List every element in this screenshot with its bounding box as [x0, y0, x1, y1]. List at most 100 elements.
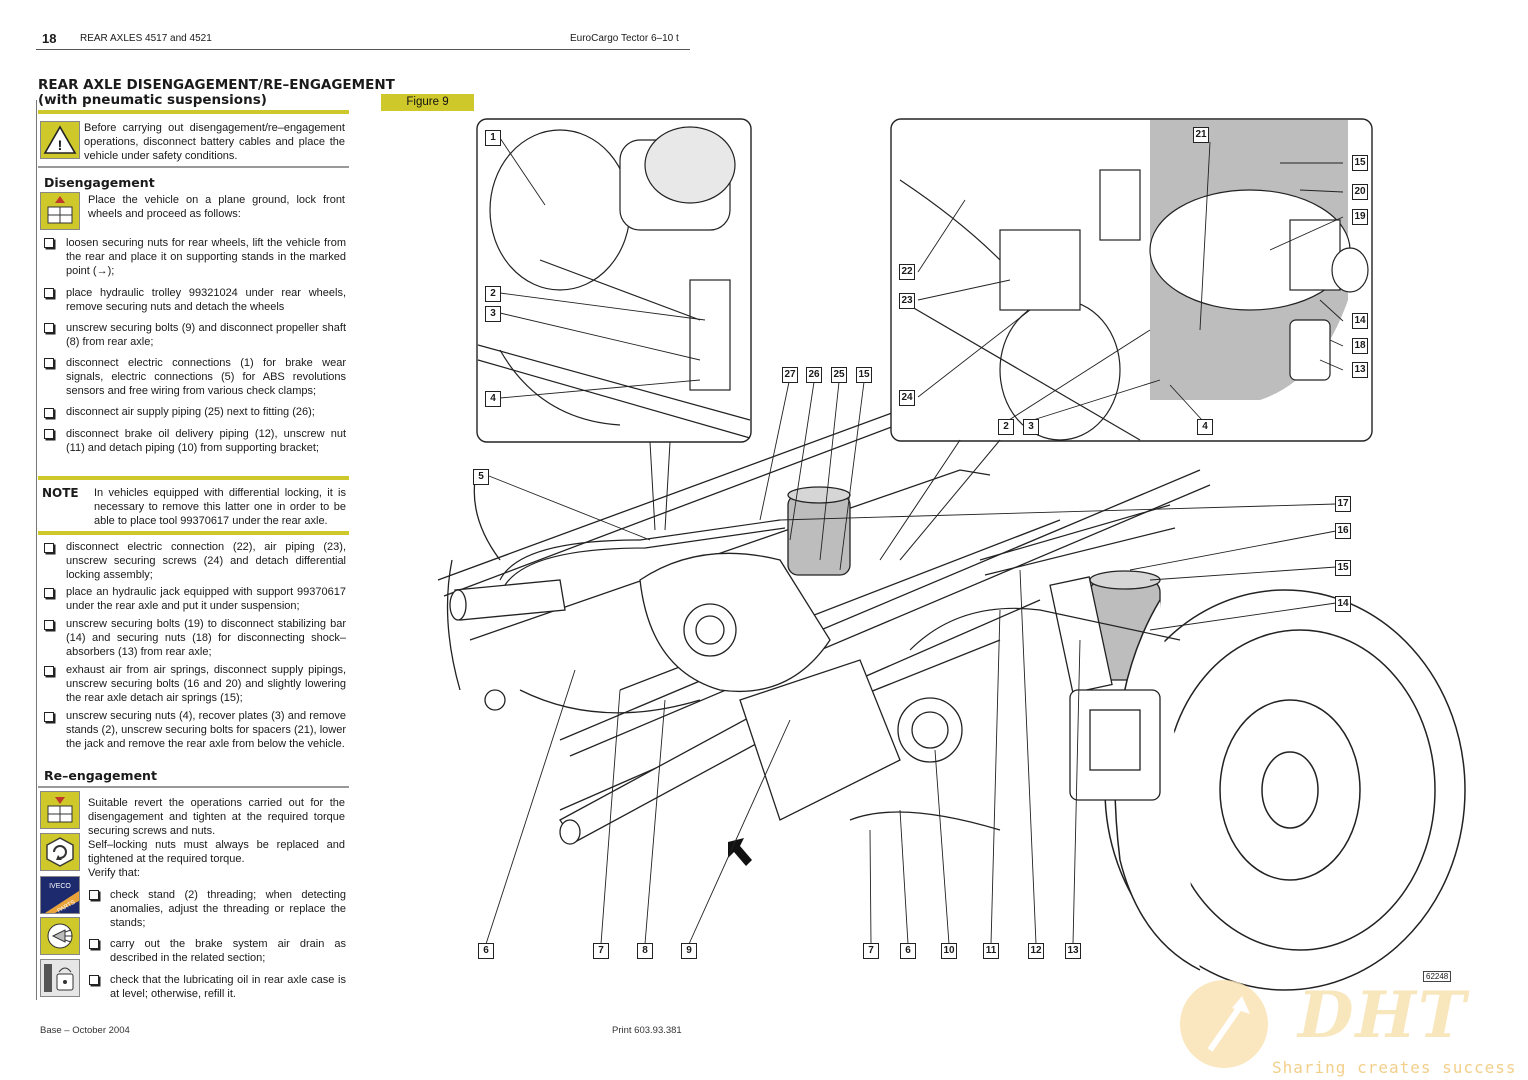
brake-assembly — [1069, 689, 1161, 801]
checkbox-11 — [44, 712, 54, 722]
left-air-spring — [787, 486, 851, 576]
left-margin-rule — [36, 100, 37, 1000]
step-5: disconnect air supply piping (25) next t… — [66, 406, 315, 418]
callout-tr-19: 19 — [1352, 209, 1368, 225]
callout-tr-4: 4 — [1197, 419, 1213, 435]
wiring — [499, 504, 1181, 651]
callout-b-6b: 6 — [900, 943, 916, 959]
callout-b-10: 10 — [941, 943, 957, 959]
callout-mid-26: 26 — [806, 367, 822, 383]
note-label: NOTE — [42, 486, 79, 500]
page-number: 18 — [42, 31, 56, 46]
callout-tl-1: 1 — [485, 130, 501, 146]
differential-housing — [639, 552, 963, 821]
step-1: loosen securing nuts for rear wheels, li… — [66, 237, 346, 277]
leader-lines — [485, 137, 1344, 945]
callout-mid-17: 17 — [1335, 496, 1351, 512]
checkbox-5 — [44, 408, 54, 418]
callout-b-8: 8 — [637, 943, 653, 959]
checkbox-1 — [44, 238, 54, 248]
callout-tr-13: 13 — [1352, 362, 1368, 378]
rear-wheel — [1104, 589, 1466, 991]
callout-tr-18: 18 — [1352, 338, 1368, 354]
watermark-circle-icon — [1180, 980, 1268, 1068]
torque-nut-icon — [40, 833, 80, 871]
callout-tr-14: 14 — [1352, 313, 1368, 329]
reengagement-p2: Self–locking nuts must always be replace… — [88, 839, 345, 865]
watermark-logo: DHT — [1298, 978, 1468, 1053]
step-11: unscrew securing nuts (4), recover plate… — [66, 710, 346, 750]
callout-b-7b: 7 — [863, 943, 879, 959]
warning-triangle-icon: ! — [40, 121, 80, 159]
note-top-bar — [38, 476, 349, 480]
callout-tr-20: 20 — [1352, 184, 1368, 200]
callout-mid-16: 16 — [1335, 523, 1351, 539]
footer-center: Print 603.93.381 — [612, 1025, 682, 1036]
disengagement-intro: Place the vehicle on a plane ground, loc… — [88, 194, 345, 220]
section-header: REAR AXLES 4517 and 4521 — [80, 33, 212, 44]
callout-tr-2: 2 — [998, 419, 1014, 435]
step-3: unscrew securing bolts (9) and disconnec… — [66, 322, 346, 348]
checkbox-8 — [44, 588, 54, 598]
callout-mid-25: 25 — [831, 367, 847, 383]
step-10: exhaust air from air springs, disconnect… — [66, 664, 346, 704]
callout-tr-3: 3 — [1023, 419, 1039, 435]
step-6: disconnect brake oil delivery piping (12… — [66, 428, 346, 454]
reengagement-heading: Re–engagement — [44, 768, 157, 783]
callout-mid-27: 27 — [782, 367, 798, 383]
air-drain-icon — [40, 917, 80, 955]
callout-tl-2: 2 — [485, 286, 501, 302]
footer-left: Base – October 2004 — [40, 1025, 130, 1036]
callout-b-12: 12 — [1028, 943, 1044, 959]
step-7: disconnect electric connection (22), air… — [66, 541, 346, 581]
reengagement-bar — [38, 786, 349, 788]
checkbox-6 — [44, 429, 54, 439]
oil-level-icon — [40, 959, 80, 997]
callout-tr-22: 22 — [899, 264, 915, 280]
callout-mid-5: 5 — [473, 469, 489, 485]
callout-mid-15b: 15 — [1335, 560, 1351, 576]
reengagement-p3: Verify that: — [88, 867, 140, 879]
checkbox-14 — [89, 975, 99, 985]
checkbox-12 — [89, 890, 99, 900]
chassis-lines — [437, 409, 1211, 831]
watermark-tagline: Sharing creates success — [1272, 1058, 1517, 1077]
title-line-1: REAR AXLE DISENGAGEMENT/RE–ENGAGEMENT — [38, 77, 395, 93]
lower-vehicle-icon — [40, 791, 80, 829]
callout-tl-3: 3 — [485, 306, 501, 322]
title-line-2: (with pneumatic suspensions) — [38, 92, 267, 108]
step-9: unscrew securing bolts (19) to disconnec… — [66, 618, 346, 658]
checkbox-10 — [44, 666, 54, 676]
manual-header: EuroCargo Tector 6–10 t — [570, 33, 679, 44]
callout-tl-4: 4 — [485, 391, 501, 407]
iveco-badge-top: IVECO — [49, 883, 71, 890]
checkbox-13 — [89, 939, 99, 949]
figure-label: Figure 9 — [381, 94, 474, 111]
checkbox-3 — [44, 323, 54, 333]
step-8: place an hydraulic jack equipped with su… — [66, 586, 346, 612]
checkbox-4 — [44, 358, 54, 368]
callout-b-7a: 7 — [593, 943, 609, 959]
callout-mid-15a: 15 — [856, 367, 872, 383]
callout-b-11: 11 — [983, 943, 999, 959]
page-number-text: 18 — [42, 31, 57, 46]
callout-tr-24: 24 — [899, 390, 915, 406]
svg-text:!: ! — [58, 137, 63, 153]
note-text: In vehicles equipped with differential l… — [94, 487, 346, 527]
check-1: check stand (2) threading; when detectin… — [110, 889, 346, 929]
callout-tr-23: 23 — [899, 293, 915, 309]
callout-tr-15: 15 — [1352, 155, 1368, 171]
left-tube — [449, 579, 566, 711]
inset-top-left — [476, 118, 752, 443]
page-title: REAR AXLE DISENGAGEMENT/RE–ENGAGEMENT (w… — [38, 78, 395, 108]
callout-b-13: 13 — [1065, 943, 1081, 959]
check-3: check that the lubricating oil in rear a… — [110, 974, 346, 1000]
checkbox-9 — [44, 620, 54, 630]
inset-connectors — [649, 439, 1001, 561]
warning-text: Before carrying out disengagement/re–eng… — [84, 122, 345, 162]
step-2: place hydraulic trolley 99321024 under r… — [66, 287, 346, 313]
checkbox-7 — [44, 543, 54, 553]
step-4: disconnect electric connections (1) for … — [66, 357, 346, 397]
